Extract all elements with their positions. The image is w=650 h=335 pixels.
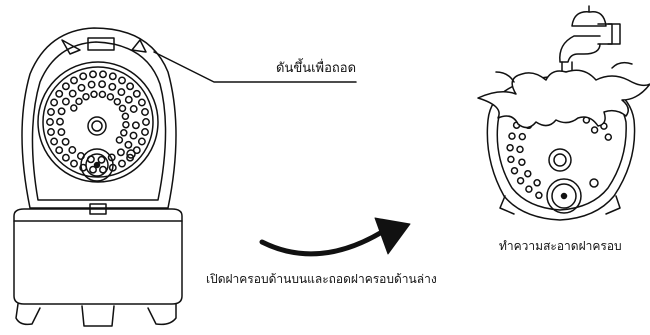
vent-hole bbox=[118, 76, 126, 85]
vent-hole bbox=[518, 132, 527, 141]
vent-hole bbox=[108, 163, 117, 172]
vent-hole bbox=[120, 129, 128, 137]
vent-hole bbox=[121, 112, 130, 121]
vent-hole bbox=[518, 158, 526, 166]
vent-hole bbox=[55, 89, 64, 98]
vent-hole bbox=[89, 70, 97, 79]
vent-hole bbox=[57, 107, 66, 116]
vent-hole bbox=[89, 165, 97, 174]
vent-hole bbox=[118, 159, 126, 168]
vent-hole bbox=[126, 153, 135, 162]
leader-line bbox=[153, 51, 357, 83]
vent-hole bbox=[516, 145, 524, 154]
vent-hole bbox=[604, 133, 613, 141]
vent-hole bbox=[90, 90, 98, 99]
vent-hole bbox=[98, 80, 107, 89]
vent-hole bbox=[129, 105, 138, 113]
vent-hole bbox=[132, 146, 141, 155]
vent-hole bbox=[525, 185, 533, 193]
open-remove-lid-label: เปิดฝาครอบด้านบนและถอดฝาครอบด้านล่าง bbox=[206, 272, 437, 286]
vent-hole bbox=[122, 120, 130, 129]
vent-hole bbox=[132, 89, 141, 98]
vent-hole bbox=[82, 92, 90, 101]
vent-hole bbox=[590, 126, 599, 134]
vent-hole bbox=[50, 98, 59, 107]
vent-hole bbox=[86, 155, 95, 164]
vent-hole bbox=[98, 90, 107, 99]
vent-hole bbox=[137, 98, 146, 107]
vent-hole bbox=[507, 155, 515, 164]
vent-hole bbox=[99, 70, 107, 79]
vent-hole bbox=[79, 163, 88, 172]
vent-hole bbox=[70, 159, 78, 168]
vent-hole bbox=[70, 104, 78, 112]
water-splash bbox=[477, 61, 650, 129]
clean-lid-label: ทำความสะอาดฝาครอบ bbox=[499, 239, 622, 253]
vent-hole bbox=[116, 148, 125, 157]
left-lid-vent-holes bbox=[46, 70, 150, 174]
vent-hole bbox=[113, 97, 122, 106]
push-to-remove-label: ดันขึ้นเพื่อถอด bbox=[276, 61, 357, 76]
vent-hole bbox=[57, 128, 66, 137]
vent-hole bbox=[61, 82, 70, 91]
vent-hole bbox=[77, 83, 86, 92]
vent-hole bbox=[117, 88, 126, 97]
vent-hole bbox=[131, 121, 140, 130]
vent-hole bbox=[76, 152, 85, 160]
vent-hole bbox=[61, 153, 70, 162]
vent-hole bbox=[137, 137, 146, 146]
vent-hole bbox=[142, 118, 150, 126]
vent-hole bbox=[79, 72, 88, 81]
cooker-body bbox=[13, 208, 183, 327]
vent-hole bbox=[516, 176, 525, 185]
open-lid bbox=[21, 27, 177, 215]
vent-hole bbox=[61, 137, 70, 146]
vent-hole bbox=[55, 146, 64, 155]
vent-hole bbox=[68, 89, 77, 98]
vent-hole bbox=[510, 166, 519, 175]
vent-hole bbox=[61, 97, 70, 106]
vent-hole bbox=[124, 140, 133, 149]
vent-hole bbox=[129, 131, 138, 140]
vent-hole bbox=[508, 132, 516, 140]
vent-hole bbox=[115, 136, 124, 144]
vent-hole bbox=[47, 108, 55, 116]
vent-hole bbox=[118, 104, 127, 113]
vent-hole bbox=[46, 118, 54, 126]
vent-hole bbox=[68, 146, 77, 154]
vent-hole bbox=[533, 179, 541, 187]
vent-hole bbox=[141, 128, 149, 136]
vent-hole bbox=[50, 137, 59, 146]
vent-hole bbox=[56, 117, 64, 126]
vent-hole bbox=[75, 97, 83, 106]
vent-hole bbox=[506, 143, 514, 152]
vent-hole bbox=[107, 153, 116, 162]
vent-hole bbox=[87, 80, 96, 89]
vent-hole bbox=[141, 108, 149, 116]
vent-hole bbox=[99, 165, 107, 174]
vent-hole bbox=[126, 82, 135, 91]
vent-hole bbox=[108, 72, 117, 81]
vent-hole bbox=[108, 82, 117, 91]
vent-hole bbox=[106, 93, 115, 101]
vent-hole bbox=[124, 95, 133, 104]
vent-hole bbox=[524, 169, 532, 178]
vent-hole bbox=[70, 76, 78, 85]
vent-hole bbox=[47, 128, 55, 136]
direction-arrow bbox=[259, 217, 411, 257]
faucet-icon bbox=[559, 5, 621, 73]
vent-hole bbox=[97, 155, 106, 164]
vent-hole bbox=[535, 191, 543, 200]
